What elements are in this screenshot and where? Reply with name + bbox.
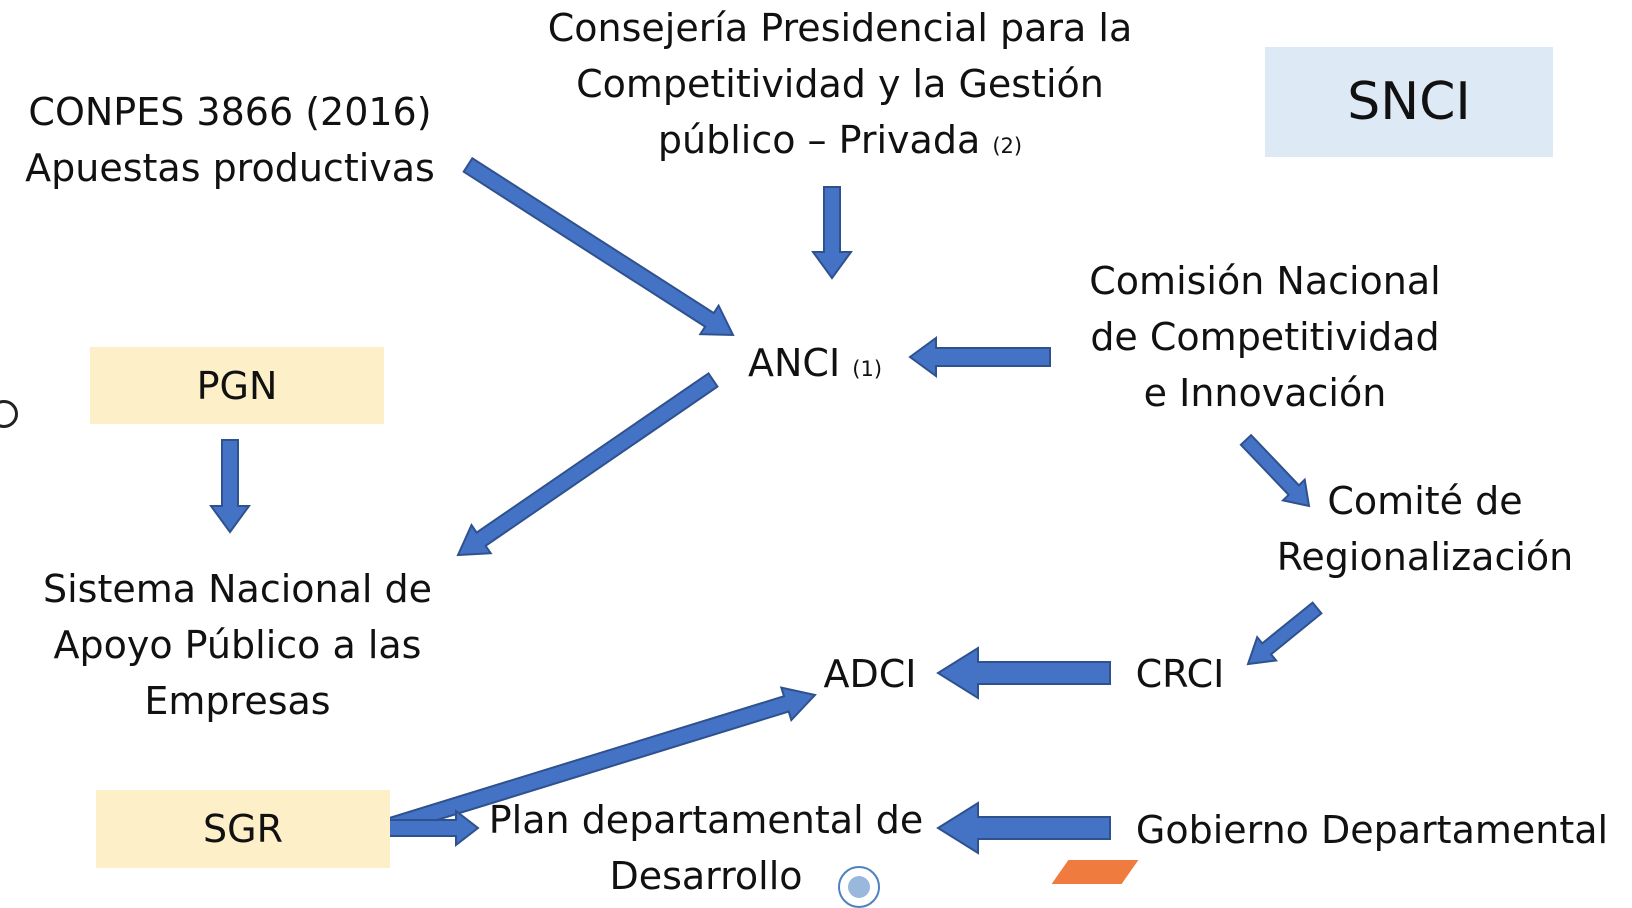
crci-node: CRCI bbox=[1125, 646, 1235, 702]
snci-title-box: SNCI bbox=[1265, 47, 1553, 157]
arrow-comision-to-anci bbox=[908, 336, 1051, 378]
sgr-box: SGR bbox=[96, 790, 390, 868]
comision-line-3: e Innovación bbox=[1143, 371, 1387, 415]
pgn-box: PGN bbox=[90, 347, 384, 424]
consejeria-line-3: público – Privada (2) bbox=[480, 112, 1200, 174]
consejeria-line-3-text: público – Privada bbox=[657, 118, 981, 162]
gobierno-node: Gobierno Departamental bbox=[1123, 802, 1621, 858]
consejeria-note: (2) bbox=[992, 134, 1023, 158]
arrow-comision-to-comite bbox=[1239, 433, 1311, 508]
consejeria-node: Consejería Presidencial para la Competit… bbox=[480, 0, 1200, 174]
anci-node: ANCI (1) bbox=[748, 335, 928, 397]
conpes-line-1: CONPES 3866 (2016) bbox=[28, 90, 432, 134]
crci-label: CRCI bbox=[1135, 652, 1225, 696]
conpes-node: CONPES 3866 (2016) Apuestas productivas bbox=[0, 84, 460, 196]
plan-line-1: Plan departamental de bbox=[488, 798, 924, 842]
comite-line-1: Comité de bbox=[1327, 479, 1523, 523]
arrow-conpes-to-anci bbox=[462, 156, 735, 337]
comite-node: Comité de Regionalización bbox=[1260, 473, 1590, 585]
plan-node: Plan departamental de Desarrollo bbox=[478, 792, 934, 904]
sistema-line-3: Empresas bbox=[144, 679, 331, 723]
consejeria-line-2: Competitividad y la Gestión bbox=[576, 62, 1104, 106]
comision-line-2: de Competitividad bbox=[1090, 315, 1440, 359]
sgr-label: SGR bbox=[203, 807, 283, 851]
snci-title: SNCI bbox=[1347, 72, 1471, 132]
arrow-anci-to-sistema bbox=[456, 372, 719, 557]
comision-line-1: Comisión Nacional bbox=[1089, 259, 1441, 303]
arrow-gobierno-to-plan bbox=[936, 801, 1111, 855]
arrow-comite-to-crci bbox=[1246, 601, 1323, 666]
comite-line-2: Regionalización bbox=[1276, 535, 1574, 579]
pgn-label: PGN bbox=[196, 363, 278, 408]
gobierno-label: Gobierno Departamental bbox=[1135, 808, 1609, 852]
anci-label: ANCI bbox=[748, 341, 841, 385]
adci-node: ADCI bbox=[810, 646, 930, 702]
adci-label: ADCI bbox=[823, 652, 917, 696]
arrow-sgr-to-adci bbox=[380, 686, 817, 837]
arrow-pgn-to-sistema bbox=[209, 439, 251, 534]
arrow-crci-to-adci bbox=[936, 646, 1111, 700]
sistema-line-1: Sistema Nacional de bbox=[42, 567, 433, 611]
sistema-node: Sistema Nacional de Apoyo Público a las … bbox=[20, 561, 455, 729]
arrow-sgr-to-plan bbox=[383, 808, 480, 848]
consejeria-line-1: Consejería Presidencial para la bbox=[547, 6, 1133, 50]
conpes-line-2: Apuestas productivas bbox=[25, 146, 435, 190]
un-emblem-logo-icon bbox=[838, 866, 880, 908]
comision-node: Comisión Nacional de Competitividad e In… bbox=[1055, 253, 1475, 421]
anci-note: (1) bbox=[852, 357, 883, 381]
sistema-line-2: Apoyo Público a las bbox=[53, 623, 422, 667]
plan-line-2: Desarrollo bbox=[609, 854, 803, 898]
edge-circle-decoration bbox=[0, 400, 18, 428]
arrow-consejeria-to-anci bbox=[811, 186, 853, 280]
